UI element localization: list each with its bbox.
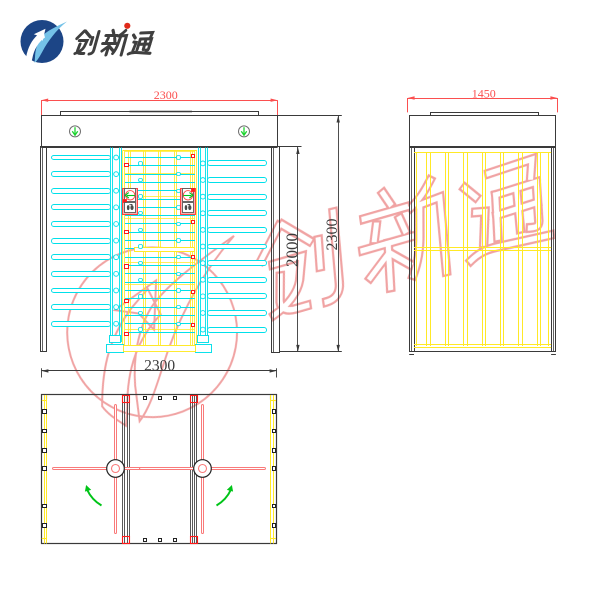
svg-text:2300: 2300 (324, 219, 341, 251)
svg-text:2300: 2300 (144, 357, 175, 374)
svg-text:2000: 2000 (282, 233, 301, 267)
svg-text:2300: 2300 (154, 88, 178, 102)
svg-text:1450: 1450 (472, 87, 496, 101)
